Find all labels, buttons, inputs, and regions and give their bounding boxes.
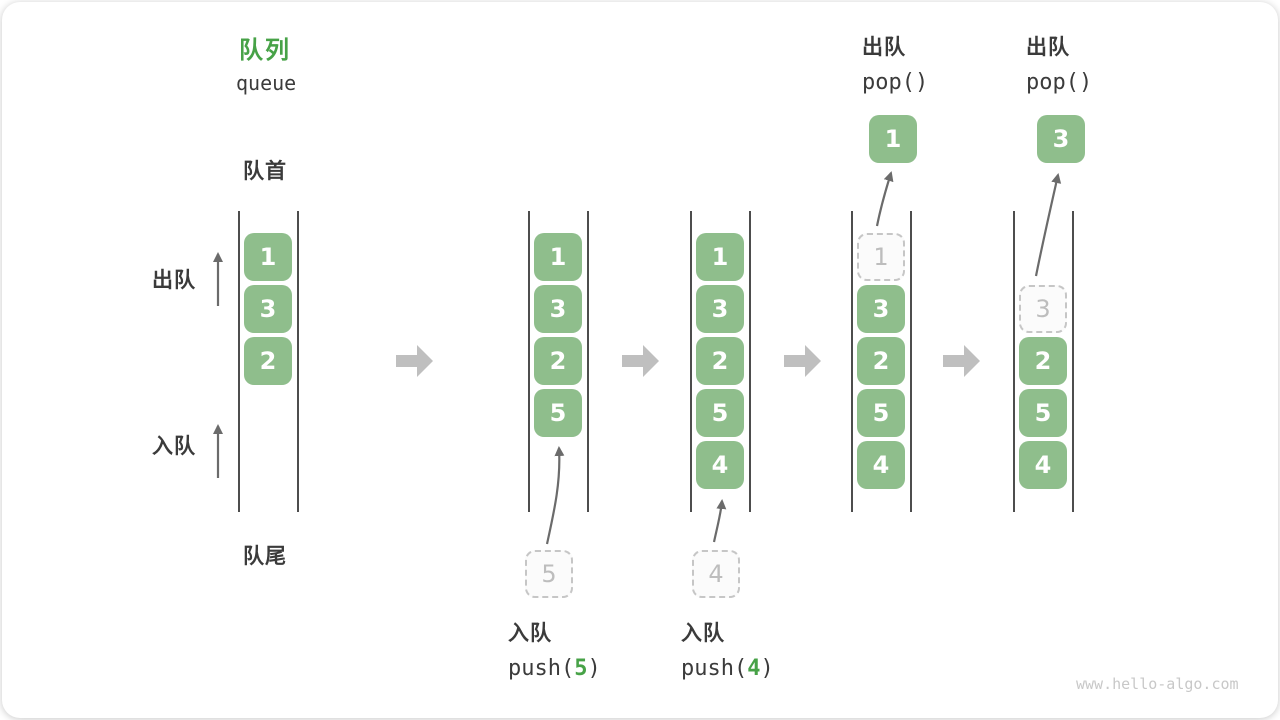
push-code-close: ): [760, 656, 774, 681]
queue-item: 1: [244, 233, 292, 281]
queue-wall-right: [749, 211, 751, 512]
queue-wall-right: [587, 211, 589, 512]
queue-item: 4: [1019, 441, 1067, 489]
staged-push-value-4: 4: [692, 550, 740, 598]
dequeue-side-label: 出队: [152, 268, 196, 292]
push-label: 入队: [508, 621, 552, 645]
queue-item: 2: [696, 337, 744, 385]
queue-wall-right: [297, 211, 299, 512]
queue-item: 3: [857, 285, 905, 333]
queue-item: 5: [696, 389, 744, 437]
queue-wall-left: [851, 211, 853, 512]
push-label: 入队: [681, 621, 725, 645]
push-code-arg: 4: [747, 656, 761, 681]
pop-caption-1: 出队 pop(): [862, 31, 928, 95]
queue-wall-left: [690, 211, 692, 512]
push-code-close: ): [587, 656, 601, 681]
queue-state-5: 3 2 5 4: [1013, 211, 1074, 512]
queue-item-removed: 1: [857, 233, 905, 281]
queue-item: 2: [244, 337, 292, 385]
queue-item: 4: [857, 441, 905, 489]
queue-state-2: 1 3 2 5: [528, 211, 589, 512]
queue-item: 2: [1019, 337, 1067, 385]
popped-value-3: 3: [1037, 115, 1085, 163]
queue-front-label: 队首: [243, 159, 287, 183]
queue-item: 5: [1019, 389, 1067, 437]
staged-push-value-5: 5: [525, 550, 573, 598]
page-subtitle: queue: [236, 71, 297, 95]
push-code: push(4): [681, 656, 774, 681]
queue-item: 3: [534, 285, 582, 333]
push-code: push(5): [508, 656, 601, 681]
pop-label: 出队: [862, 35, 906, 59]
queue-item: 2: [534, 337, 582, 385]
queue-wall-left: [528, 211, 530, 512]
queue-wall-left: [238, 211, 240, 512]
push-code-arg: 5: [574, 656, 588, 681]
queue-item: 4: [696, 441, 744, 489]
watermark: www.hello-algo.com: [1076, 675, 1239, 693]
pop-code: pop(): [862, 70, 929, 95]
queue-item: 5: [857, 389, 905, 437]
queue-state-3: 1 3 2 5 4: [690, 211, 751, 512]
queue-item: 1: [696, 233, 744, 281]
queue-state-4: 1 3 2 5 4: [851, 211, 912, 512]
queue-item: 2: [857, 337, 905, 385]
push-code-open: push(: [508, 656, 575, 681]
queue-item: 1: [534, 233, 582, 281]
queue-rear-label: 队尾: [243, 544, 287, 568]
queue-item-removed: 3: [1019, 285, 1067, 333]
queue-item: 3: [696, 285, 744, 333]
page-title: 队列: [239, 36, 291, 64]
pop-caption-2: 出队 pop(): [1026, 31, 1092, 95]
push-caption-5: 入队 push(5): [508, 617, 601, 681]
queue-state-1: 1 3 2: [238, 211, 299, 512]
enqueue-side-label: 入队: [152, 434, 196, 458]
queue-item: 3: [244, 285, 292, 333]
popped-value-1: 1: [869, 115, 917, 163]
pop-code: pop(): [1026, 70, 1093, 95]
queue-wall-left: [1013, 211, 1015, 512]
queue-wall-right: [910, 211, 912, 512]
pop-label: 出队: [1026, 35, 1070, 59]
queue-item: 5: [534, 389, 582, 437]
push-code-open: push(: [681, 656, 748, 681]
push-caption-4: 入队 push(4): [681, 617, 774, 681]
queue-wall-right: [1072, 211, 1074, 512]
